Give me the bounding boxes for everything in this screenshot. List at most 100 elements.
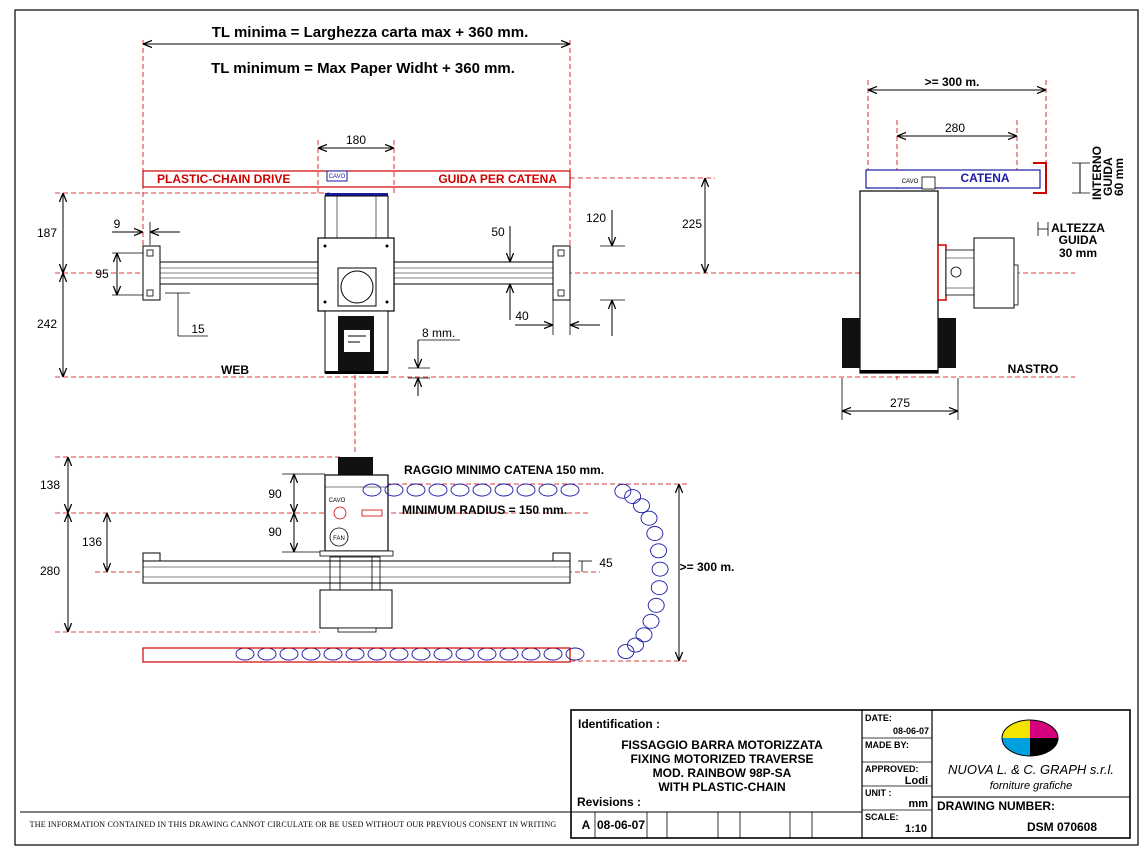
chain-link: [323, 647, 343, 661]
chain-link: [635, 627, 653, 643]
bottom-dim-138: 138: [40, 478, 60, 492]
tl-minimum-it: TL minima = Larghezza carta max + 360 mm…: [212, 24, 529, 41]
approved-label: APPROVED:: [865, 764, 919, 774]
catena-label: CATENA: [960, 171, 1009, 185]
chain-link: [650, 543, 668, 559]
chain-link: [389, 647, 409, 661]
bottom-dim-300: >= 300 m.: [680, 560, 735, 574]
unit-value: mm: [908, 798, 928, 810]
altezza-guida-1: ALTEZZA: [1051, 221, 1105, 235]
plastic-chain-drive-label: PLASTIC-CHAIN DRIVE: [157, 172, 290, 186]
side-body: [859, 190, 939, 374]
dim-95: 95: [95, 267, 109, 281]
dim-242: 242: [37, 317, 57, 331]
cavo-label-bottom: CAVO: [329, 498, 346, 504]
title-line-2: FIXING MOTORIZED TRAVERSE: [631, 752, 814, 766]
dim-8mm: 8 mm.: [422, 326, 455, 340]
catena-bar: [865, 169, 1041, 189]
dim-187: 187: [37, 226, 57, 240]
chain-link: [624, 489, 642, 504]
chain-link: [433, 647, 453, 661]
side-dim-300: >= 300 m.: [925, 75, 980, 89]
bottom-dim-136: 136: [82, 535, 102, 549]
chain-link: [362, 483, 382, 497]
approved-value: Lodi: [905, 775, 928, 787]
drawing-number: DSM 070608: [1027, 820, 1097, 834]
altezza-guida-3: 30 mm: [1059, 246, 1097, 260]
chain-link: [406, 483, 426, 497]
bottom-dim-280: 280: [40, 564, 60, 578]
chain-link: [472, 483, 492, 497]
title-block: Identification : FISSAGGIO BARRA MOTORIZ…: [570, 709, 1131, 839]
drawing-number-label: DRAWING NUMBER:: [937, 799, 1055, 813]
company-logo-icon: [1001, 719, 1059, 757]
chain-link: [516, 483, 536, 497]
interno-guida-1: INTERNO: [1090, 146, 1104, 200]
fan-label: FAN: [333, 536, 345, 542]
side-dim-275: 275: [890, 396, 910, 410]
scale-label: SCALE:: [865, 812, 899, 822]
unit-label: UNIT :: [865, 788, 892, 798]
chain-link: [617, 644, 635, 660]
chain-link: [633, 498, 650, 514]
plastic-chain-guide: [142, 170, 571, 188]
dim-180: 180: [346, 133, 366, 147]
sheet-border: [14, 9, 1139, 846]
chain-link: [543, 647, 563, 661]
minimum-radius-label: MINIMUM RADIUS = 150 mm.: [402, 503, 567, 517]
chain-link: [411, 647, 431, 661]
bottom-chain-guide: [142, 647, 571, 663]
chain-link: [565, 647, 585, 661]
identification-label: Identification :: [578, 717, 660, 731]
revision-letter: A: [582, 818, 591, 832]
dim-15: 15: [191, 322, 205, 336]
chain-link: [450, 483, 470, 497]
chain-link: [494, 483, 514, 497]
bottom-dim-45: 45: [599, 556, 613, 570]
dim-40: 40: [515, 309, 529, 323]
chain-link: [646, 526, 664, 541]
dim-225: 225: [682, 217, 702, 231]
chain-link: [345, 647, 365, 661]
chain-link: [279, 647, 299, 661]
revision-date: 08-06-07: [597, 818, 645, 832]
chain-link: [521, 647, 541, 661]
bottom-dim-90-lower: 90: [268, 525, 282, 539]
bottom-traverse-bar: [142, 560, 571, 584]
bottom-carriage: [324, 474, 389, 552]
cavo-label-side: CAVO: [902, 179, 919, 185]
dim-9: 9: [114, 217, 121, 231]
side-view: >= 300 m. 280 CATENA CAVO INTERNO GUIDA …: [841, 75, 1126, 420]
web-label: WEB: [221, 363, 249, 377]
made-by-label: MADE BY:: [865, 740, 909, 750]
title-line-4: WITH PLASTIC-CHAIN: [658, 780, 785, 794]
chain-link: [651, 561, 669, 577]
date-label: DATE:: [865, 713, 892, 723]
raggio-minimo-label: RAGGIO MINIMO CATENA 150 mm.: [404, 463, 604, 477]
chain-link: [647, 597, 665, 613]
chain-link: [560, 483, 580, 497]
guida-per-catena-label: GUIDA PER CATENA: [438, 172, 557, 186]
tl-minimum-en: TL minimum = Max Paper Widht + 360 mm.: [211, 60, 515, 77]
chain-link: [235, 647, 255, 661]
interno-guida-2: GUIDA: [1101, 157, 1115, 196]
revisions-label: Revisions :: [577, 795, 641, 809]
company-subtitle: forniture grafiche: [990, 780, 1073, 792]
side-dim-280: 280: [945, 121, 965, 135]
date-value: 08-06-07: [893, 726, 929, 736]
chain-link: [455, 647, 475, 661]
chain-link: [367, 647, 387, 661]
chain-link: [257, 647, 277, 661]
title-line-3: MOD. RAINBOW 98P-SA: [653, 766, 792, 780]
chain-link: [640, 510, 658, 526]
chain-link: [642, 613, 660, 629]
cavo-label-top: CAVO: [329, 174, 346, 180]
company-name: NUOVA L. & C. GRAPH s.r.l.: [948, 762, 1114, 777]
scale-value: 1:10: [905, 823, 927, 835]
title-line-1: FISSAGGIO BARRA MOTORIZZATA: [621, 738, 823, 752]
chain-link: [301, 647, 321, 661]
chain-link: [499, 647, 519, 661]
chain-link: [614, 483, 632, 499]
dim-120: 120: [586, 211, 606, 225]
